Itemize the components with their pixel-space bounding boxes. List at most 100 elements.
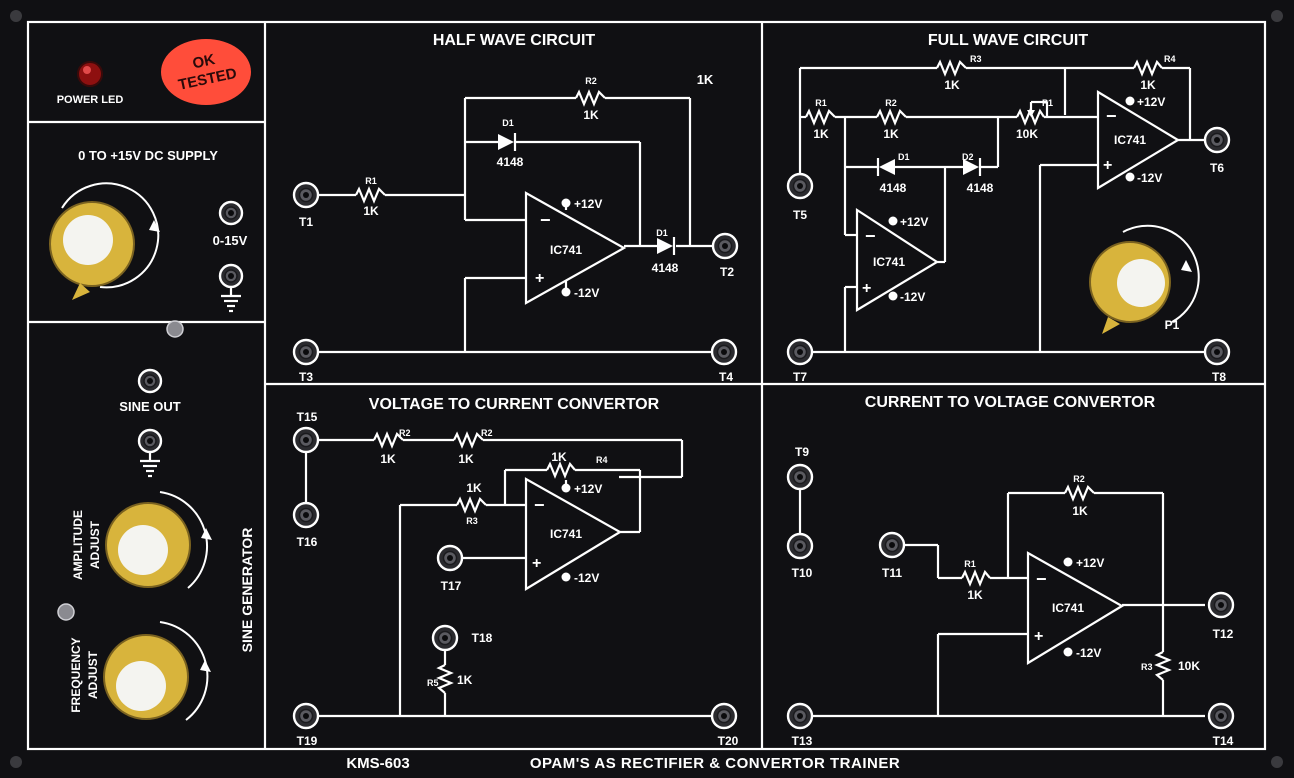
resistor-ref: R1 xyxy=(365,176,377,186)
screw-icon xyxy=(166,320,184,338)
opamp-minus-sign: − xyxy=(1036,569,1047,589)
terminal-t3[interactable] xyxy=(292,338,320,366)
terminal-t2[interactable] xyxy=(711,232,739,260)
terminal-t17[interactable] xyxy=(436,544,464,572)
supply-dot-icon xyxy=(888,216,898,226)
resistor-ref: R1 xyxy=(964,559,976,569)
opamp-minus-sign: − xyxy=(534,495,545,515)
terminal-t13[interactable] xyxy=(786,702,814,730)
terminal-t18[interactable] xyxy=(431,624,459,652)
half-wave-r2: R2 1K xyxy=(575,76,606,122)
resistor-ref: R3 xyxy=(970,54,982,64)
i-to-v-r1: R1 1K xyxy=(961,559,991,602)
diode-ref: D2 xyxy=(962,152,974,162)
full-wave-d2: D2 4148 xyxy=(962,152,994,195)
frequency-knob[interactable] xyxy=(103,621,211,721)
terminal-label: T17 xyxy=(441,579,462,593)
terminal-t15[interactable] xyxy=(292,426,320,454)
terminal-label: T1 xyxy=(299,215,313,229)
opamp-vneg: -12V xyxy=(574,286,599,300)
terminal-t10[interactable] xyxy=(786,532,814,560)
half-wave-title: HALF WAVE CIRCUIT xyxy=(433,32,596,49)
resistor-icon xyxy=(936,59,967,77)
supply-dot-icon xyxy=(888,291,898,301)
resistor-value: 1K xyxy=(1140,78,1156,92)
supply-dot-icon xyxy=(561,287,571,297)
sine-out-jack[interactable] xyxy=(137,368,163,394)
diode-value: 4148 xyxy=(880,181,907,195)
opamp-plus-sign: + xyxy=(1034,628,1043,645)
terminal-label: T9 xyxy=(795,445,809,459)
ok-tested-sticker xyxy=(161,39,251,105)
dc-supply-title: 0 TO +15V DC SUPPLY xyxy=(78,148,218,163)
terminal-t19[interactable] xyxy=(292,702,320,730)
full-wave-opamp-1: − + +12V -12V IC741 xyxy=(855,207,940,312)
resistor-value: 1K xyxy=(466,481,482,495)
resistor-value: 1K xyxy=(458,452,474,466)
terminal-label: T7 xyxy=(793,370,807,384)
resistor-value: 1K xyxy=(883,127,899,141)
terminal-t11[interactable] xyxy=(878,531,906,559)
terminal-t1[interactable] xyxy=(292,181,320,209)
power-section: POWER LED OK TESTED xyxy=(57,39,251,106)
opamp-plus-sign: + xyxy=(1103,157,1112,174)
resistor-ref: R5 xyxy=(427,678,439,688)
opamp-icon xyxy=(1026,551,1125,665)
resistor-ref: R2 xyxy=(399,428,411,438)
frequency-label-2: ADJUST xyxy=(86,650,100,699)
v-to-i-title: VOLTAGE TO CURRENT CONVERTOR xyxy=(369,396,660,413)
terminal-t4[interactable] xyxy=(710,338,738,366)
resistor-icon xyxy=(1154,651,1172,681)
terminal-t16[interactable] xyxy=(292,501,320,529)
opamp-vpos: +12V xyxy=(1076,556,1104,570)
terminal-label: T8 xyxy=(1212,370,1226,384)
sine-ground-jack[interactable] xyxy=(137,428,163,454)
terminal-t9[interactable] xyxy=(786,463,814,491)
i-to-v-opamp: − + +12V -12V IC741 xyxy=(1026,551,1125,665)
footer: KMS-603 OPAM'S AS RECTIFIER & CONVERTOR … xyxy=(346,755,899,772)
v-to-i-r3: 1K R3 xyxy=(456,481,487,526)
power-led-label: POWER LED xyxy=(57,94,124,106)
terminal-t6[interactable] xyxy=(1203,126,1231,154)
amplitude-knob[interactable] xyxy=(105,491,212,589)
full-wave-p1-knob[interactable] xyxy=(1089,224,1200,334)
terminal-t7[interactable] xyxy=(786,338,814,366)
opamp-icon xyxy=(855,207,940,312)
ground-icon xyxy=(221,288,241,313)
diode-icon xyxy=(657,238,673,254)
opamp-name: IC741 xyxy=(1114,133,1146,147)
terminal-t20[interactable] xyxy=(710,702,738,730)
opamp-minus-sign: − xyxy=(865,226,876,246)
terminal-label: T10 xyxy=(792,566,813,580)
terminal-t5[interactable] xyxy=(786,172,814,200)
opamp-plus-sign: + xyxy=(862,280,871,297)
resistor-icon xyxy=(436,664,454,694)
diode-ref: D1 xyxy=(502,118,514,128)
terminal-label: T4 xyxy=(719,370,733,384)
half-wave-extra-label: 1K xyxy=(697,72,714,87)
terminal-t14[interactable] xyxy=(1207,702,1235,730)
resistor-value: 1K xyxy=(1072,504,1088,518)
terminal-t12[interactable] xyxy=(1207,591,1235,619)
resistor-icon xyxy=(546,461,576,479)
wiper-arrow-icon xyxy=(1027,110,1035,117)
dc-output-jack[interactable] xyxy=(218,200,244,226)
screw-icon xyxy=(1271,756,1283,768)
sticker-line-1: OK xyxy=(191,51,217,72)
terminal-t8[interactable] xyxy=(1203,338,1231,366)
resistor-ref: R3 xyxy=(466,516,478,526)
full-wave-r3: R3 1K xyxy=(936,54,982,92)
resistor-ref: R2 xyxy=(585,76,597,86)
corner-screws xyxy=(10,10,1283,768)
resistor-ref: R1 xyxy=(815,98,827,108)
supply-dot-icon xyxy=(1063,647,1073,657)
opamp-name: IC741 xyxy=(1052,601,1084,615)
terminal-label: T20 xyxy=(718,734,739,748)
opamp-vneg: -12V xyxy=(1076,646,1101,660)
dc-supply-knob[interactable] xyxy=(49,182,160,300)
dc-ground-jack[interactable] xyxy=(218,263,244,289)
power-led-icon xyxy=(77,61,103,87)
resistor-ref: R2 xyxy=(885,98,897,108)
resistor-ref: R4 xyxy=(1164,54,1176,64)
